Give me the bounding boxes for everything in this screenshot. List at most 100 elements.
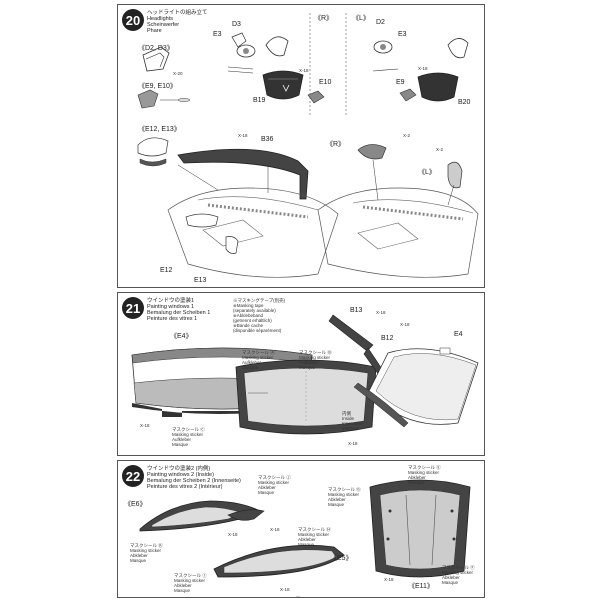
part-b13-label: B13 bbox=[350, 307, 363, 314]
paint-x18c-label: X-18 bbox=[238, 133, 248, 138]
sticker-j-de: Abkleber bbox=[258, 485, 276, 490]
step-title-en: Painting windows 2 (Inside) bbox=[147, 472, 214, 478]
page-number: — bbox=[296, 593, 300, 598]
sticker-e-en: Masking sticker bbox=[408, 470, 440, 475]
step-title-de: Bemalung der Scheiben 2 (Innenseite) bbox=[147, 478, 241, 484]
sticker-c-fr: Masque bbox=[172, 442, 189, 447]
sticker-h-jp: マスクシール Ⓗ bbox=[298, 527, 331, 532]
sticker-g-de: Abkleber bbox=[328, 497, 346, 502]
paint-x18b-label: X-18 bbox=[400, 322, 410, 327]
part-b19-label: B19 bbox=[253, 97, 266, 104]
sticker-g-jp: マスクシール Ⓖ bbox=[328, 487, 361, 492]
tag-r2-label: 《R》 bbox=[326, 141, 346, 148]
part-b20-label: B20 bbox=[458, 99, 471, 106]
sticker-j-jp: マスクシール Ⓙ bbox=[258, 475, 291, 480]
step-title-de: Bemalung der Scheiben 1 bbox=[147, 310, 211, 316]
paint-x2-label: X-2 bbox=[403, 133, 411, 138]
step-number: 20 bbox=[122, 9, 144, 31]
part-e10-label: E10 bbox=[319, 79, 332, 86]
inside-de: Innenseite bbox=[342, 421, 363, 426]
part-e11-tag: 《E11》 bbox=[408, 583, 434, 590]
masking-tape-de: ※Abklebeband bbox=[233, 313, 264, 318]
part-d3-label: D3 bbox=[232, 21, 241, 28]
sticker-g-en: Masking sticker bbox=[328, 492, 360, 497]
step-title-en: Headlights bbox=[147, 16, 173, 22]
part-e4-label: E4 bbox=[454, 331, 463, 338]
part-b36-label: B36 bbox=[261, 136, 274, 143]
part-e4-tag: 《E4》 bbox=[170, 333, 193, 340]
sticker-h-en: Masking sticker bbox=[298, 532, 330, 537]
sticker-a-fr: Masque bbox=[242, 365, 259, 370]
sticker-f-en: Masking sticker bbox=[442, 570, 474, 575]
sticker-b-fr: Masque bbox=[299, 365, 316, 370]
sticker-i-de: Abkleber bbox=[174, 583, 192, 588]
group-d2d3-label: 《D2, D3》 bbox=[138, 45, 174, 52]
part-e9-label: E9 bbox=[396, 79, 405, 86]
tag-r-label: 《R》 bbox=[314, 15, 334, 22]
paint-x18d-label: X-18 bbox=[384, 577, 394, 582]
paint-x20-label: X-20 bbox=[173, 71, 183, 76]
sticker-f-fr: Masque bbox=[442, 580, 459, 585]
sticker-b-de: Aufkleber bbox=[299, 360, 319, 365]
paint-x18b-label: X-18 bbox=[418, 66, 428, 71]
sticker-g-fr: Masque bbox=[328, 502, 345, 507]
inside-fr: Intérieur bbox=[342, 426, 359, 431]
masking-tape-de2: (getrennt erhältlich) bbox=[233, 318, 272, 323]
sticker-i-en: Masking sticker bbox=[174, 578, 206, 583]
tag-l2-label: 《L》 bbox=[418, 169, 436, 176]
sticker-e-jp: マスクシール Ⓔ bbox=[408, 465, 441, 470]
step-20-drawing bbox=[137, 13, 479, 278]
step-title-jp: ヘッドライトの組み立て bbox=[147, 10, 208, 16]
sticker-k-de: Abkleber bbox=[130, 553, 148, 558]
sticker-e-fr: Masque bbox=[408, 480, 425, 485]
sticker-h-fr: Masque bbox=[298, 542, 315, 547]
inside-jp: 内側 bbox=[342, 411, 351, 416]
sticker-e-de: Abkleber bbox=[408, 475, 426, 480]
sticker-c-de: Aufkleber bbox=[172, 437, 192, 442]
sticker-i-jp: マスクシール Ⓘ bbox=[174, 573, 207, 578]
part-d2-label: D2 bbox=[376, 19, 385, 26]
sticker-f-jp: マスクシール Ⓕ bbox=[442, 565, 475, 570]
step-22-drawing bbox=[139, 479, 471, 578]
sticker-k-fr: Masque bbox=[130, 558, 147, 563]
paint-x18c-label: X-18 bbox=[280, 587, 290, 592]
sticker-a-en: Masking sticker bbox=[242, 355, 274, 360]
step-number: 22 bbox=[122, 465, 144, 487]
sticker-b-jp: マスクシール Ⓑ bbox=[299, 350, 332, 355]
part-e6-tag: 《E6》 bbox=[124, 501, 147, 508]
step-number: 21 bbox=[122, 297, 144, 319]
part-e12-label: E12 bbox=[160, 267, 173, 274]
step-title-de: Scheinwerfer bbox=[147, 22, 180, 28]
part-e3-label: E3 bbox=[213, 31, 222, 38]
inside-en: Inside bbox=[342, 416, 355, 421]
step-22-panel: 22 ウインドウの塗装2 (内側) Painting windows 2 (In… bbox=[117, 460, 485, 598]
sticker-j-en: Masking sticker bbox=[258, 480, 290, 485]
paint-x18c-label: X-18 bbox=[140, 423, 150, 428]
masking-tape-fr2: (disponible séparément) bbox=[233, 328, 282, 333]
sticker-a-de: Aufkleber bbox=[242, 360, 262, 365]
paint-x2b-label: X-2 bbox=[436, 147, 444, 152]
step-title-fr: Peinture des vitres 1 bbox=[147, 316, 198, 322]
part-b12-label: B12 bbox=[381, 335, 394, 342]
group-e12e13-label: 《E12, E13》 bbox=[138, 126, 181, 133]
sticker-a-jp: マスクシール Ⓐ bbox=[242, 350, 275, 355]
masking-tape-jp: ※マスキングテープ(別売) bbox=[233, 298, 286, 303]
paint-x18b-label: X-18 bbox=[270, 527, 280, 532]
step-21-drawing bbox=[131, 314, 479, 435]
step-title-jp: ウインドウの塗装1 bbox=[147, 298, 195, 304]
masking-tape-en: ※Masking tape bbox=[233, 303, 264, 308]
masking-tape-en2: (separately available) bbox=[233, 308, 276, 313]
step-title-jp: ウインドウの塗装2 (内側) bbox=[147, 466, 211, 472]
paint-x18-label: X-18 bbox=[376, 310, 386, 315]
masking-tape-fr: ※Bande cache bbox=[233, 323, 264, 328]
part-e3b-label: E3 bbox=[398, 31, 407, 38]
sticker-b-en: Masking sticker bbox=[299, 355, 331, 360]
step-title-fr: Peinture des vitres 2 (Intérieur) bbox=[147, 484, 223, 490]
sticker-k-en: Masking sticker bbox=[130, 548, 162, 553]
paint-x18-label: X-18 bbox=[299, 68, 309, 73]
sticker-k-jp: マスクシール Ⓚ bbox=[130, 543, 163, 548]
step-21-panel: 21 ウインドウの塗装1 Painting windows 1 Bemalung… bbox=[117, 292, 485, 456]
step-title-en: Painting windows 1 bbox=[147, 304, 195, 310]
sticker-f-de: Abkleber bbox=[442, 575, 460, 580]
sticker-c-en: Masking sticker bbox=[172, 432, 204, 437]
